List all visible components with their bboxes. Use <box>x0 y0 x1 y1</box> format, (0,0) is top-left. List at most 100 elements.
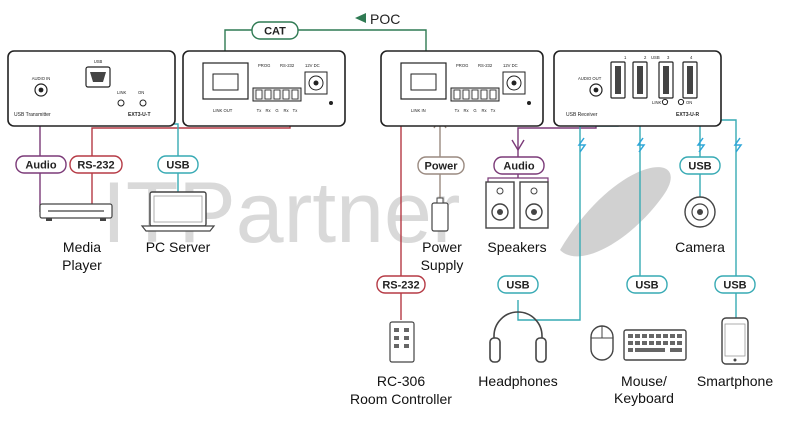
usb-tag-camera-label: USB <box>688 161 711 173</box>
usb-a-ports <box>610 61 698 99</box>
tx-on-led-label: ON <box>138 90 144 95</box>
tx-link-led-label: LINK <box>117 90 127 95</box>
tx-ground-icon <box>329 101 333 105</box>
usb-receiver: AUDIO OUT USB Receiver USB 1 2 3 4 LINK … <box>553 50 722 127</box>
cat-cable <box>224 29 427 63</box>
speakers-icon <box>485 181 549 229</box>
audio-out-jack-center <box>593 87 599 93</box>
rs232-tag-bottom <box>376 275 426 294</box>
camera-label: Camera <box>675 239 725 255</box>
power-tag-label: Power <box>424 161 458 173</box>
usb-tag-headphones <box>497 275 539 294</box>
rx-dc-jack-pin <box>511 80 517 86</box>
audio-tag-left <box>15 155 67 174</box>
receiver-name: USB Receiver <box>566 112 598 118</box>
transmitter-back-panel: LINK OUT PROG RS-232 Tx Rx G Rx Tx 12V D… <box>182 50 346 127</box>
rs232-tag-top-label: RS-232 <box>77 160 114 172</box>
audio-in-jack-center <box>38 87 44 93</box>
rs232-tag-top <box>69 155 123 174</box>
rx-pin-4: Rx <box>481 108 487 113</box>
rx-terminal-screws <box>453 89 497 100</box>
power-tag <box>417 156 465 175</box>
rx-port-2-num: 2 <box>644 55 647 60</box>
media-player-label-2: Player <box>62 257 102 273</box>
rx-port-4-num: 4 <box>690 55 693 60</box>
audio-out-arrow-icon <box>511 139 525 152</box>
rx-pin-3: G <box>473 108 476 113</box>
tx-link-out-label: LINK OUT <box>213 108 233 113</box>
usb-a-port-1-tongue <box>615 66 621 94</box>
wireless-icon-2 <box>636 137 646 153</box>
rx-rs232-label: RS-232 <box>478 63 493 68</box>
transmitter-body <box>7 50 176 127</box>
tx-pin-4: Rx <box>283 108 289 113</box>
usb-transmitter: USB AUDIO IN USB Transmitter LINK ON EXT… <box>7 50 176 127</box>
rx-ground-icon <box>527 101 531 105</box>
tx-pin-5: Tx <box>293 108 299 113</box>
media-player-label-1: Media <box>63 239 101 255</box>
pc-server-label: PC Server <box>146 239 211 255</box>
power-supply-icon <box>431 197 449 232</box>
tx-dc-jack-pin <box>313 80 319 86</box>
room-controller-label-2: Room Controller <box>350 391 452 407</box>
receiver-model: EXT3-U-R <box>676 112 699 118</box>
usb-tag-keyboard-label: USB <box>635 280 658 292</box>
cat-tag <box>251 21 299 40</box>
tx-link-led-icon <box>117 99 125 107</box>
wireless-icon-3 <box>696 137 706 153</box>
media-player-icon <box>39 203 113 221</box>
room-controller-icon <box>389 321 415 363</box>
usb-tag-keyboard <box>626 275 668 294</box>
rx-pin-1: Tx <box>455 108 461 113</box>
rx-on-led-icon <box>677 98 685 106</box>
rs232-tag-bottom-label: RS-232 <box>382 280 419 292</box>
rx-port-1-num: 1 <box>624 55 627 60</box>
mouse-icon <box>590 325 614 361</box>
rx-dc-label: 12V DC <box>503 63 518 68</box>
usb-tag-pc-label: USB <box>166 160 189 172</box>
audio-tag-left-label: Audio <box>25 160 56 172</box>
audio-tag-right-label: Audio <box>503 161 534 173</box>
rx-pin-5: Tx <box>491 108 497 113</box>
watermark-swoosh <box>560 167 671 257</box>
tx-pin-3: G <box>275 108 278 113</box>
audio-out-label: AUDIO OUT <box>578 76 602 81</box>
rx-usb-label: USB <box>651 55 660 60</box>
rx-pin-2: Rx <box>463 108 469 113</box>
usb-tag-headphones-label: USB <box>506 280 529 292</box>
usb-a-port-2-tongue <box>637 66 643 94</box>
usb-a-port-3-tongue <box>663 66 669 94</box>
mouse-keyboard-label-1: Mouse/ <box>621 373 667 389</box>
transmitter-name: USB Transmitter <box>14 112 51 118</box>
rx-link-led-icon <box>661 98 669 106</box>
tx-rj45-inner <box>212 73 239 91</box>
headphones-label: Headphones <box>478 373 557 389</box>
receiver-back-panel: LINK IN PROG RS-232 Tx Rx G Rx Tx 12V DC <box>380 50 544 127</box>
keyboard-icon <box>623 329 687 361</box>
poc-label: POC <box>370 11 400 27</box>
audio-in-label: AUDIO IN <box>32 76 51 81</box>
usb-tag-pc <box>157 155 199 174</box>
usb-tag-smartphone-label: USB <box>723 280 746 292</box>
speakers-label: Speakers <box>487 239 546 255</box>
power-supply-label-1: Power <box>422 239 462 255</box>
mouse-keyboard-label-2: Keyboard <box>614 390 674 406</box>
rx-rj45-inner <box>410 73 437 91</box>
usb-headphones-cable-2 <box>517 276 581 321</box>
smartphone-label: Smartphone <box>697 373 773 389</box>
tx-usb-port-label: USB <box>94 59 103 64</box>
tx-prog-label: PROG <box>258 63 270 68</box>
usb-tag-smartphone <box>714 275 756 294</box>
camera-icon <box>684 196 716 228</box>
speaker-split <box>487 177 549 182</box>
tx-dc-label: 12V DC <box>305 63 320 68</box>
poc-arrow-icon <box>355 13 366 23</box>
rx-on-led-label: ON <box>686 100 692 105</box>
headphones-icon <box>489 311 547 363</box>
smartphone-icon <box>721 317 749 365</box>
rx-port-3-num: 3 <box>667 55 670 60</box>
tx-rj45-port-icon <box>202 62 249 100</box>
transmitter-model: EXT3-U-T <box>128 112 151 118</box>
